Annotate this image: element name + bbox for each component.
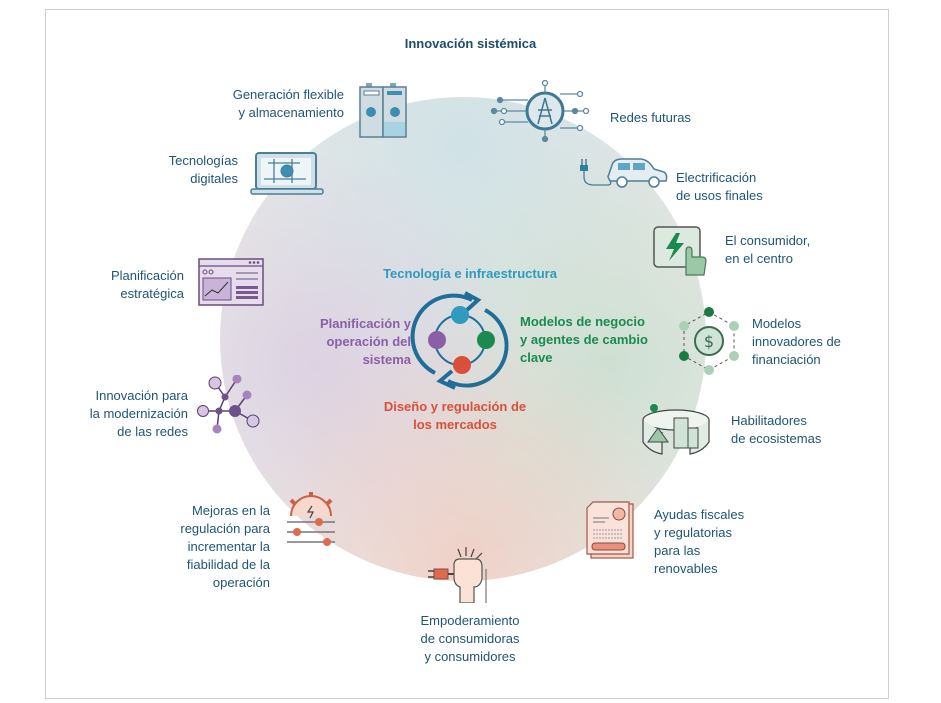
label-line: Generación flexible [232,87,344,102]
label-ecosistemas: Habilitadores de ecosistemas [731,412,821,448]
label-line: Empoderamiento [420,613,520,628]
dot-business [477,331,495,349]
label-line: Mejoras en la [191,503,270,518]
label-line: en el centro [725,251,793,266]
label-line: Ayudas fiscales [654,507,745,522]
dot-markets [453,356,471,374]
gear-sliders-icon [287,492,335,546]
center-label-planning-line: sistema [362,352,411,367]
battery-storage-icon [359,83,407,138]
label-line: para las [654,543,701,558]
label-line: de consumidoras [420,631,520,646]
label-line: innovadores de [752,334,841,349]
label-line: la modernización [89,406,188,421]
grid-tower-icon [490,80,590,142]
label-line: fiabilidad de la [186,557,270,572]
label-ayudas: Ayudas fiscales y regulatorias para las … [654,506,744,578]
money-network-icon: $ [679,307,739,375]
label-line: El consumidor, [725,233,811,248]
label-line: Innovación para [95,388,188,403]
label-financiacion: Modelos innovadores de financiación [752,315,841,369]
label-line: Planificación [111,268,184,283]
center-label-markets-line: Diseño y regulación de [383,399,527,414]
center-label-business-line: Modelos de negocio [520,314,645,329]
label-line: regulación para [180,521,270,536]
label-tecnologias-digitales: Tecnologías digitales [120,152,238,188]
svg-text:$: $ [704,332,714,351]
center-label-business-line: y agentes de cambio [520,332,648,347]
label-consumidor: El consumidor, en el centro [725,232,810,268]
label-line: Redes futuras [610,110,691,125]
label-regulacion: Mejoras en la regulación para incrementa… [150,502,270,592]
label-line: y almacenamiento [238,105,345,120]
label-line: de usos finales [676,188,763,203]
label-line: y consumidores [424,649,516,664]
label-line: de las redes [117,424,188,439]
label-redes-futuras: Redes futuras [610,109,691,127]
label-line: financiación [752,352,821,367]
label-line: estratégica [120,286,184,301]
label-empoderamiento: Empoderamiento de consumidoras y consumi… [390,612,550,666]
center-label-technology-text: Tecnología e infraestructura [383,266,557,281]
fist-plug-icon [428,547,487,603]
label-line: Tecnologías [168,153,238,168]
center-label-technology: Tecnología e infraestructura [340,265,600,283]
label-line: y regulatorias [654,525,733,540]
dot-planning [428,331,446,349]
network-nodes-icon [197,375,260,434]
label-line: renovables [654,561,718,576]
label-line: de ecosistemas [731,431,822,446]
electric-car-icon [580,158,668,188]
label-planificacion: Planificación estratégica [80,267,184,303]
center-label-business-line: clave [520,350,553,365]
center-label-planning-line: Planificación y [319,316,411,331]
center-label-markets-line: los mercados [413,417,497,432]
center-label-markets: Diseño y regulación de los mercados [360,398,550,434]
label-line: digitales [190,171,238,186]
document-renewables-icon [586,501,634,559]
label-generacion: Generación flexible y almacenamiento [190,86,344,122]
dot-technology [451,306,469,324]
cycle-arrows-icon [410,291,509,390]
label-line: incrementar la [187,539,270,554]
label-line: Habilitadores [731,413,807,428]
diagram-title: Innovación sistémica [404,36,537,51]
dashboard-chart-icon [198,258,264,306]
label-modernizacion: Innovación para la modernización de las … [70,387,188,441]
center-label-business: Modelos de negocio y agentes de cambio c… [520,313,680,367]
laptop-network-icon [250,152,324,195]
label-electrificacion: Electrificación de usos finales [676,169,763,205]
label-line: Electrificación [676,170,757,185]
center-label-planning: Planificación y operación del sistema [290,315,411,369]
label-line: Modelos [752,316,802,331]
touch-power-button-icon [653,226,707,276]
ecosystem-city-icon [642,404,710,455]
label-line: operación [212,575,270,590]
center-label-planning-line: operación del [326,334,411,349]
